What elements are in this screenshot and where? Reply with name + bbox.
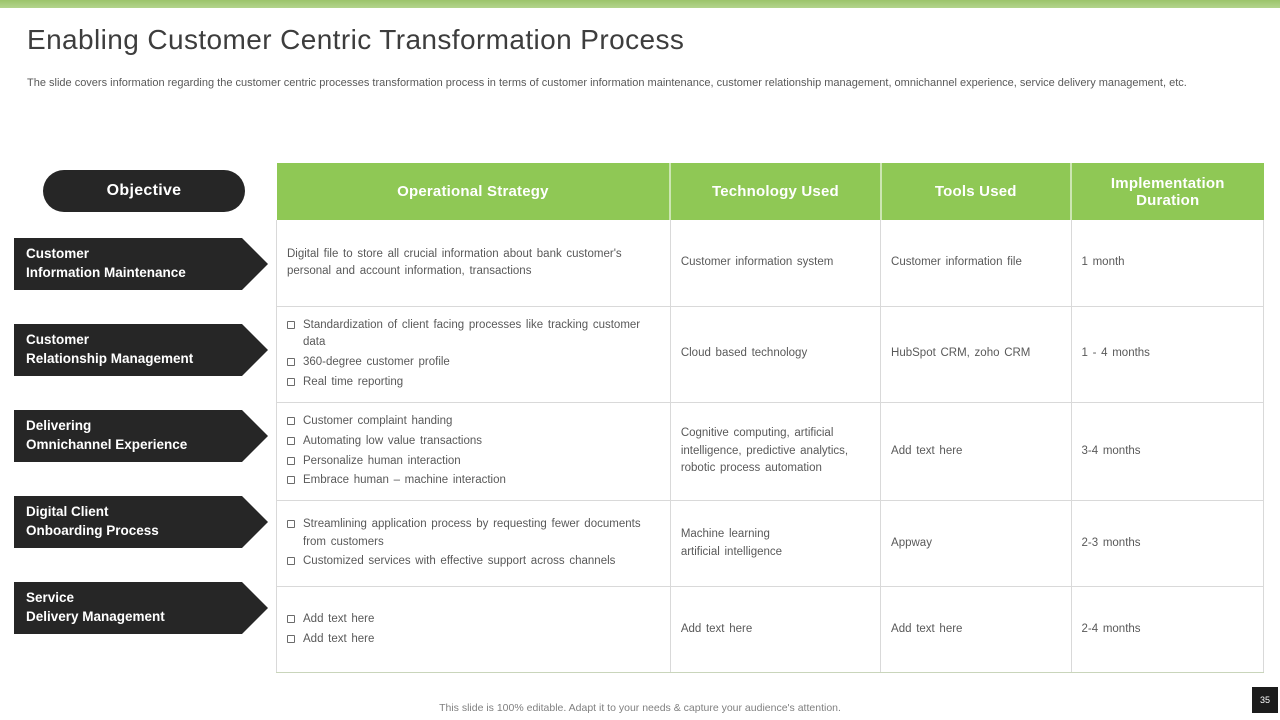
bullet-text: Streamlining application process by requ… [303, 518, 641, 548]
technology-cell: Cloud based technology [669, 305, 882, 403]
duration-cell: 1 - 4 months [1070, 305, 1265, 403]
tools-cell: Customer information file [880, 220, 1072, 307]
column-header: Implementation Duration [1070, 163, 1264, 220]
left-nav-item-label-line2: Onboarding Process [26, 523, 159, 538]
bullet-item: Personalize human interaction [287, 453, 660, 470]
technology-cell: Cognitive computing, artificial intellig… [669, 401, 882, 501]
bullet-text: Automating low value transactions [303, 434, 483, 447]
strategy-cell: Standardization of client facing process… [276, 305, 671, 403]
footer-note: This slide is 100% editable. Adapt it to… [439, 702, 841, 714]
bullet-item: Add text here [287, 631, 660, 648]
left-nav-item-label-line1: Customer [26, 246, 90, 262]
checkbox-bullet-icon [287, 634, 295, 643]
technology-cell: Customer information system [669, 220, 882, 307]
left-nav-item-label-line2: Delivery Management [26, 609, 165, 624]
tools-cell: Add text here [880, 586, 1072, 673]
bullet-item: Add text here [287, 611, 660, 628]
top-accent-bar [0, 0, 1280, 8]
left-nav-item-label-line2: Relationship Management [26, 351, 194, 366]
checkbox-bullet-icon [287, 358, 295, 366]
bullet-item: Real time reporting [287, 374, 660, 391]
checkbox-bullet-icon [287, 615, 295, 623]
left-nav-item-label-line2: Omnichannel Experience [26, 437, 188, 452]
strategy-cell: Streamlining application process by requ… [276, 500, 671, 587]
bullet-text: Standardization of client facing process… [303, 319, 641, 349]
table-body: Digital file to store all crucial inform… [276, 220, 1265, 673]
tools-cell: Appway [880, 500, 1072, 587]
left-nav-item-label-line1: Service [26, 590, 75, 606]
left-nav-item-label-line1: Delivering [26, 418, 92, 434]
checkbox-bullet-icon [287, 456, 295, 465]
page-number-badge: 35 [1252, 687, 1278, 713]
bullet-item: Customer complaint handing [287, 413, 660, 430]
table-row: Digital file to store all crucial inform… [276, 220, 1265, 307]
column-header: Tools Used [879, 163, 1072, 220]
duration-cell: 3-4 months [1070, 401, 1265, 501]
checkbox-bullet-icon [287, 377, 295, 386]
bullet-item: Streamlining application process by requ… [287, 516, 660, 551]
objective-badge: Objective [43, 170, 245, 212]
checkbox-bullet-icon [287, 436, 295, 445]
left-nav-item-label-line1: Digital Client [26, 504, 109, 520]
bullet-text: Personalize human interaction [303, 454, 461, 467]
technology-cell: Machine learning artificial intelligence [669, 500, 882, 587]
duration-cell: 2-4 months [1070, 586, 1265, 673]
bullet-text: 360-degree customer profile [303, 356, 450, 368]
bullet-item: Standardization of client facing process… [287, 317, 660, 352]
table-row: Streamlining application process by requ… [276, 500, 1265, 587]
bullet-item: 360-degree customer profile [287, 354, 660, 371]
tools-cell: HubSpot CRM, zoho CRM [880, 305, 1072, 403]
table-row: Standardization of client facing process… [276, 305, 1265, 403]
tools-cell: Add text here [880, 401, 1072, 501]
column-header: Technology Used [669, 163, 881, 220]
bullet-text: Add text here [303, 613, 375, 625]
left-nav-item-label-line1: Customer [26, 332, 90, 348]
checkbox-bullet-icon [287, 321, 295, 329]
slide-description: The slide covers information regarding t… [27, 77, 1187, 89]
checkbox-bullet-icon [287, 520, 295, 529]
bullet-item: Automating low value transactions [287, 433, 660, 450]
duration-cell: 2-3 months [1070, 500, 1265, 587]
checkbox-bullet-icon [287, 557, 295, 566]
bullet-text: Add text here [303, 632, 375, 645]
duration-cell: 1 month [1070, 220, 1265, 307]
bullet-item: Customized services with effective suppo… [287, 553, 660, 570]
bullet-item: Embrace human – machine interaction [287, 472, 660, 489]
left-nav-item-label-line2: Information Maintenance [26, 265, 186, 280]
checkbox-bullet-icon [287, 476, 295, 485]
bullet-text: Embrace human – machine interaction [303, 474, 506, 487]
strategy-cell: Digital file to store all crucial inform… [276, 220, 671, 307]
checkbox-bullet-icon [287, 417, 295, 425]
page-title: Enabling Customer Centric Transformation… [27, 24, 685, 55]
objective-label: Objective [106, 182, 182, 199]
bullet-text: Real time reporting [303, 375, 404, 388]
bullet-text: Customized services with effective suppo… [303, 555, 616, 568]
column-header: Operational Strategy [276, 163, 671, 220]
bullet-text: Customer complaint handing [303, 415, 453, 427]
technology-cell: Add text here [669, 586, 882, 673]
